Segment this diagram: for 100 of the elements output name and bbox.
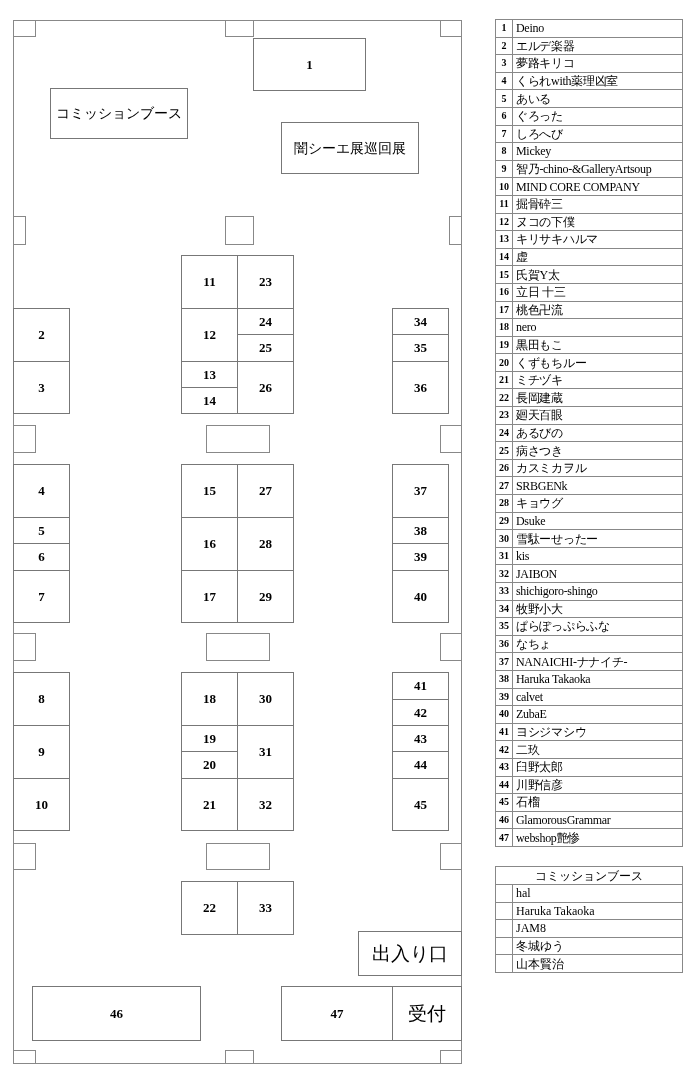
booth-number: 40: [496, 706, 513, 724]
commission-artist: 冬城ゆう: [513, 937, 683, 956]
exhibitor-name: 廻天百眼: [513, 407, 683, 425]
booth-label: 39: [414, 548, 427, 567]
booth-label: 41: [414, 677, 427, 696]
booth-label: 26: [259, 378, 272, 397]
booth-label: 7: [38, 587, 45, 606]
booth-number: 10: [496, 178, 513, 196]
booth-label: 6: [38, 548, 45, 567]
booth-label: 30: [259, 690, 272, 709]
booth-box: [32, 986, 201, 1041]
booth-label: 33: [259, 899, 272, 918]
booth-box: [392, 778, 449, 831]
exhibitor-name: nero: [513, 319, 683, 337]
booth-label: 4: [38, 482, 45, 501]
exhibitor-name: くられwith薬理凶室: [513, 72, 683, 91]
booth-label: 22: [203, 899, 216, 918]
booth-box: [392, 751, 449, 779]
exhibitor-name: 立日 十三: [513, 283, 683, 302]
booth-number: 33: [496, 583, 513, 601]
booth-number: 15: [496, 266, 513, 284]
booth-label: 出入り口: [372, 941, 448, 967]
booth-number: 37: [496, 653, 513, 671]
commission-artist: hal: [513, 885, 683, 903]
booth-label: 8: [38, 690, 45, 709]
booth-box: [358, 931, 462, 976]
booth-box: [392, 334, 449, 362]
booth-box: [50, 88, 188, 139]
exhibitor-name: ぐろった: [513, 107, 683, 126]
booth-number: 47: [496, 829, 513, 847]
exhibitor-name: ミチヅキ: [513, 371, 683, 390]
booth-label: 47: [330, 1004, 344, 1023]
booth-number: 26: [496, 459, 513, 478]
booth-number: 22: [496, 389, 513, 408]
booth-number: 11: [496, 195, 513, 214]
table-header: コミッションブース: [496, 867, 683, 885]
booth-box: [392, 672, 449, 700]
booth-number: 5: [496, 90, 513, 108]
booth-label: 37: [414, 482, 427, 501]
booth-number: 27: [496, 477, 513, 496]
booth-number: 24: [496, 424, 513, 443]
exhibitor-name: あいる: [513, 90, 683, 108]
booth-label: 31: [259, 743, 272, 762]
exhibitor-name: 氏賀Y太: [513, 266, 683, 284]
booth-box: [13, 543, 70, 571]
exhibitor-name: 病さつき: [513, 442, 683, 460]
booth-label: 32: [259, 795, 272, 814]
booth-label: 15: [203, 482, 216, 501]
exhibitor-name: Haruka Takaoka: [513, 670, 683, 689]
exhibitor-name: 掘骨砕三: [513, 195, 683, 214]
exhibitor-name: SRBGENk: [513, 477, 683, 496]
booth-box: [13, 361, 70, 414]
booth-number: 21: [496, 371, 513, 390]
booth-label: 24: [259, 312, 272, 331]
booth-box: [181, 881, 238, 935]
booth-number: 41: [496, 723, 513, 742]
exhibitor-name: 臼野太郎: [513, 758, 683, 777]
booth-box: [181, 464, 238, 518]
exhibitor-name: 夢路キリコ: [513, 55, 683, 73]
booth-number: 38: [496, 670, 513, 689]
booth-label: 25: [259, 339, 272, 358]
exhibitor-name: ヨシジマシウ: [513, 723, 683, 742]
booth-label: 2: [38, 326, 45, 345]
exhibitor-name: くずもちルー: [513, 354, 683, 372]
exhibitor-name: NANAICHI-ナナイチ-: [513, 653, 683, 671]
booth-box: [181, 672, 238, 726]
booth-label: 10: [35, 795, 48, 814]
booth-number: 1: [496, 20, 513, 38]
booth-label: 44: [414, 756, 427, 775]
booth-label: コミッションブース: [56, 104, 182, 123]
booth-label: 34: [414, 312, 427, 331]
booth-number: 8: [496, 143, 513, 161]
booth-box: [13, 464, 70, 518]
booth-label: 14: [203, 391, 216, 410]
booth-label: 13: [203, 365, 216, 384]
booth-number: 9: [496, 160, 513, 179]
booth-label: 闇シーエ展巡回展: [294, 138, 406, 158]
booth-box: [392, 361, 449, 414]
booth-box: [392, 725, 449, 752]
exhibitor-name: 二玖: [513, 741, 683, 759]
booth-box: [13, 725, 70, 779]
booth-number: 43: [496, 758, 513, 777]
booth-number: 39: [496, 688, 513, 707]
booth-label: 40: [414, 587, 427, 606]
booth-box: [237, 464, 294, 518]
exhibitor-name: 石榴: [513, 794, 683, 812]
booth-number: 6: [496, 107, 513, 126]
exhibitor-name: 黒田もこ: [513, 336, 683, 355]
booth-label: 28: [259, 535, 272, 554]
booth-label: 11: [203, 273, 216, 292]
booth-label: 35: [414, 339, 427, 358]
booth-box: [181, 255, 238, 309]
booth-box: [392, 543, 449, 571]
booth-number: 46: [496, 811, 513, 830]
booth-box: [13, 308, 70, 362]
booth-number: 3: [496, 55, 513, 73]
exhibitor-name: 智乃-chino-&GalleryArtsoup: [513, 160, 683, 179]
booth-number: 7: [496, 125, 513, 144]
booth-label: 27: [259, 482, 272, 501]
booth-label: 36: [414, 378, 427, 397]
